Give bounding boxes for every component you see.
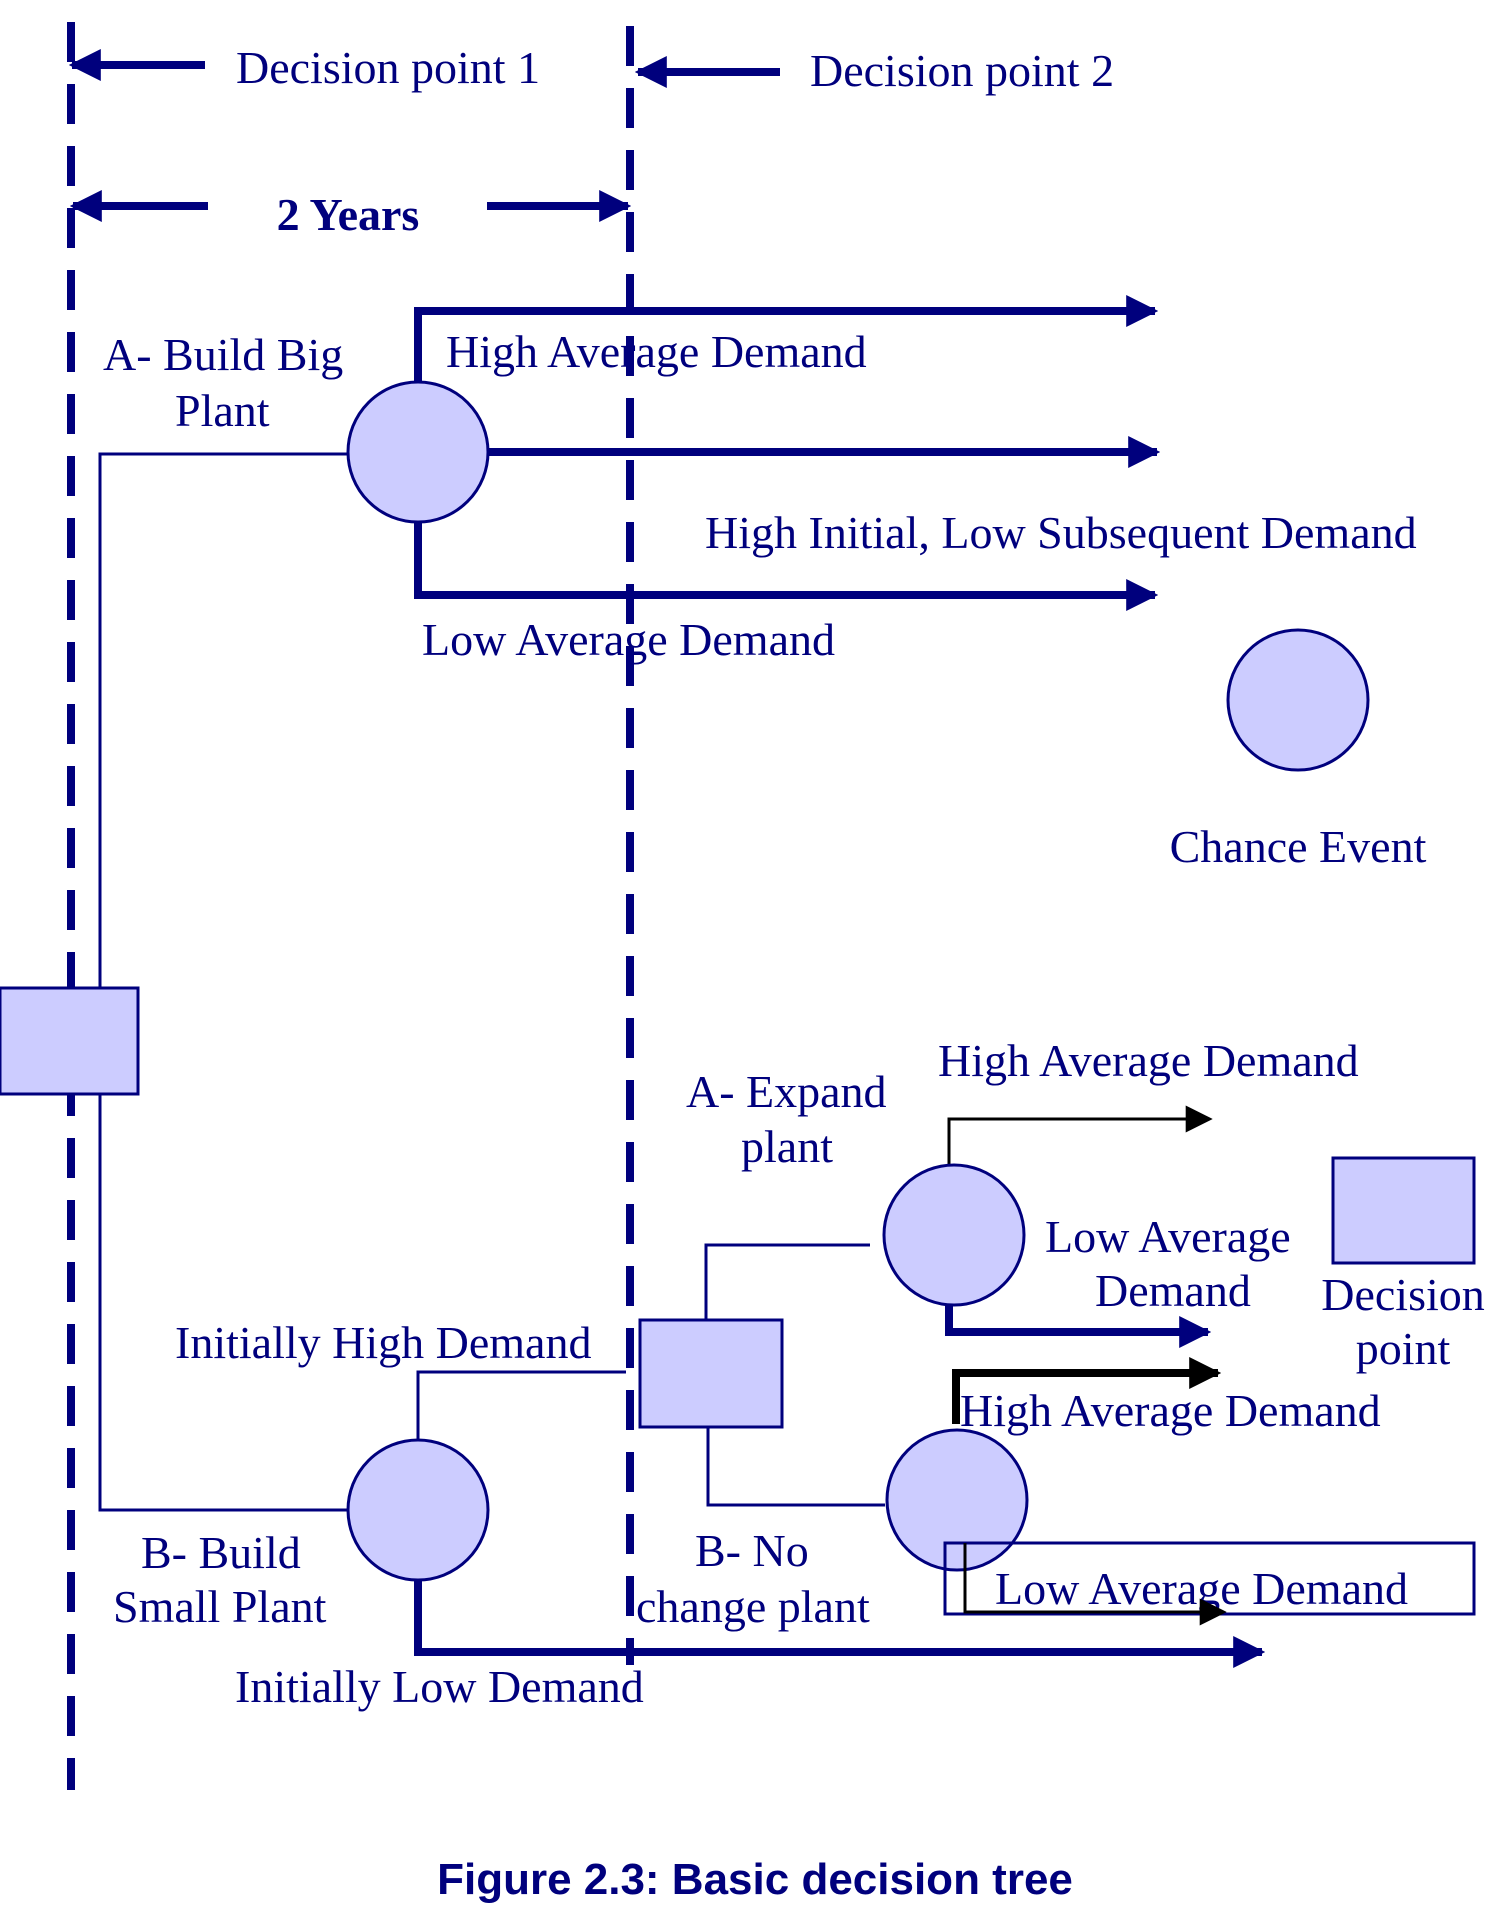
connector-no-change xyxy=(706,1428,885,1507)
connector-expand xyxy=(704,1243,870,1320)
label-low-average-demand: Low Average Demand xyxy=(422,614,835,665)
branch-expand-low xyxy=(945,1302,1212,1348)
label-high-initial-low-subsequent: High Initial, Low Subsequent Demand xyxy=(705,507,1417,558)
legend-decision-point-line2: point xyxy=(1356,1323,1451,1374)
branch-low-average xyxy=(414,522,1159,611)
option-build-small-line2: Small Plant xyxy=(113,1581,327,1632)
option-no-change-line2: change plant xyxy=(636,1581,870,1632)
label-no-change-high: High Average Demand xyxy=(960,1385,1381,1436)
option-build-small-line1: B- Build xyxy=(141,1527,301,1578)
label-expand-high: High Average Demand xyxy=(938,1035,1359,1086)
legend-decision-point-icon xyxy=(1331,1156,1476,1265)
branch-high-average xyxy=(414,295,1159,384)
label-no-change-low: Low Average Demand xyxy=(995,1563,1408,1614)
root-decision-node xyxy=(0,986,140,1096)
second-decision-node xyxy=(638,1318,784,1429)
branch-no-change-high xyxy=(952,1357,1222,1424)
branch-initially-low xyxy=(414,1580,1266,1668)
label-initially-high: Initially High Demand xyxy=(175,1317,591,1368)
label-high-average-demand: High Average Demand xyxy=(446,326,867,377)
option-no-change-line1: B- No xyxy=(695,1525,809,1576)
option-build-big-line1: A- Build Big xyxy=(103,329,343,380)
legend-decision-point-line1: Decision xyxy=(1321,1269,1485,1320)
years-label: 2 Years xyxy=(277,189,420,240)
connector-build-big xyxy=(98,452,350,988)
option-expand-line1: A- Expand xyxy=(686,1066,887,1117)
connector-build-small xyxy=(98,1095,350,1512)
legend-chance-event-label: Chance Event xyxy=(1170,821,1427,872)
chance-node-expand xyxy=(882,1163,1026,1307)
chance-node-big-plant xyxy=(346,380,490,524)
connector-initially-high xyxy=(416,1370,626,1440)
chance-node-small-plant xyxy=(346,1438,490,1582)
label-expand-low-line1: Low Average xyxy=(1045,1211,1291,1262)
label-initially-low: Initially Low Demand xyxy=(235,1661,644,1712)
option-build-big-line2: Plant xyxy=(175,385,270,436)
decision-point-2-label: Decision point 2 xyxy=(810,45,1114,96)
legend-chance-event-icon xyxy=(1226,628,1370,772)
chance-node-no-change xyxy=(885,1428,1029,1572)
decision-point-1-label: Decision point 1 xyxy=(236,42,540,93)
option-expand-line2: plant xyxy=(741,1121,833,1172)
branch-no-change-low xyxy=(963,1543,1227,1626)
branch-expand-high xyxy=(947,1105,1213,1165)
figure-caption: Figure 2.3: Basic decision tree xyxy=(437,1855,1073,1904)
label-expand-low-line2: Demand xyxy=(1095,1265,1251,1316)
